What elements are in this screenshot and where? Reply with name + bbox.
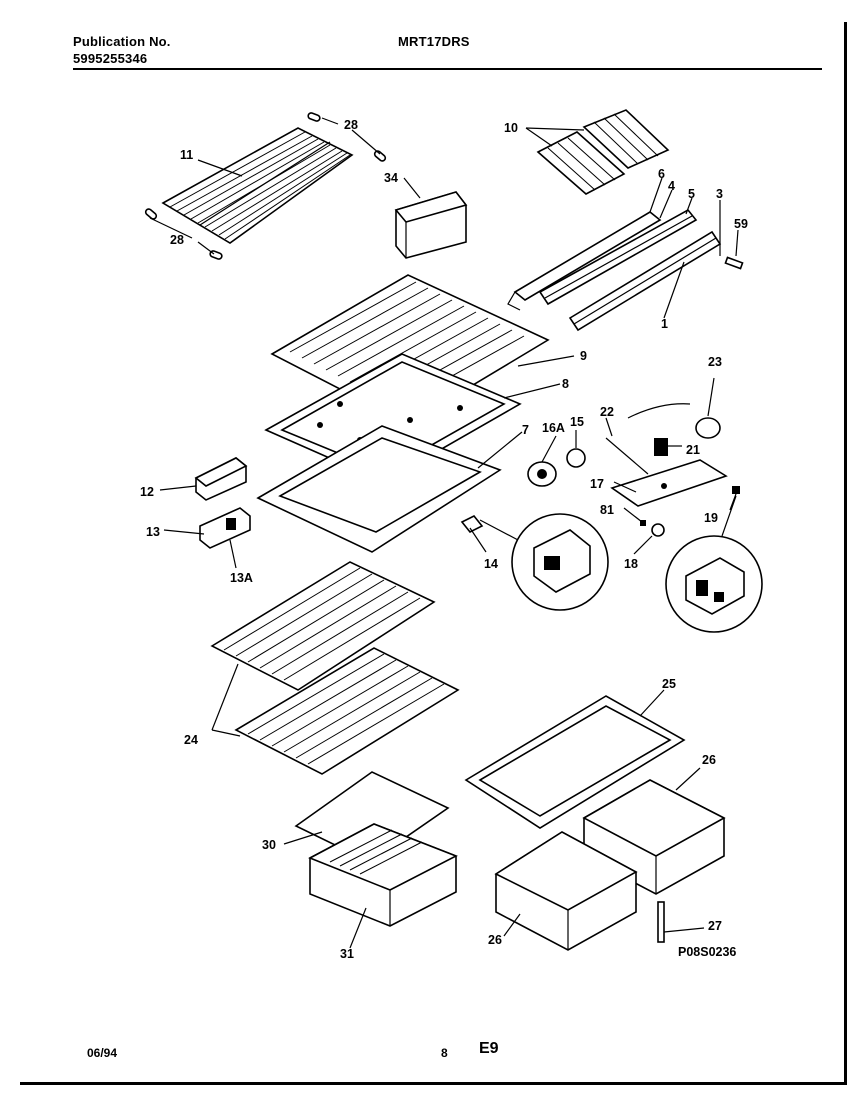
part-26-crisper-drawer-left	[494, 831, 638, 951]
callout-17: 17	[590, 477, 604, 491]
footer-page-number: 8	[441, 1046, 448, 1060]
callout-18: 18	[624, 557, 638, 571]
callout-19: 19	[704, 511, 718, 525]
callout-22: 22	[600, 405, 614, 419]
drawing-code: P08S0236	[678, 945, 736, 959]
part-13-dairy-door	[199, 507, 251, 549]
callout-11: 11	[180, 148, 193, 162]
callout-24: 24	[184, 733, 198, 747]
part-24-wire-shelf-upper	[210, 561, 436, 691]
callout-14: 14	[484, 557, 498, 571]
callout-1: 1	[661, 317, 668, 331]
part-22-wire	[605, 437, 649, 475]
part-28-shelf-pins	[144, 112, 387, 260]
part-25-crisper-cover	[464, 695, 686, 829]
footer-section: E9	[479, 1040, 499, 1057]
model-number: MRT17DRS	[398, 34, 470, 49]
part-11-wire-shelf	[161, 127, 354, 244]
publication-number: 5995255346	[73, 51, 148, 66]
part-16a-socket	[527, 461, 557, 487]
callout-13a: 13A	[230, 571, 253, 585]
part-15-bulb	[566, 448, 586, 468]
callout-23: 23	[708, 355, 722, 369]
part-17-housing	[610, 459, 728, 507]
part-27-pin	[657, 901, 665, 943]
part-10-ice-trays	[536, 109, 670, 195]
callout-28-top: 28	[344, 118, 358, 132]
callout-4: 4	[668, 179, 675, 193]
callout-10: 10	[504, 121, 518, 135]
callout-16a: 16A	[542, 421, 565, 435]
footer-date: 06/94	[87, 1046, 118, 1060]
part-14-thermostat	[460, 514, 484, 534]
callout-15: 15	[570, 415, 584, 429]
part-5-rail	[538, 208, 698, 306]
callout-labels: 11 28 28 10 34 6 4 5 3 59 1 9 8 7 16A 15…	[140, 118, 748, 961]
page-frame	[20, 22, 847, 1085]
callout-8: 8	[562, 377, 569, 391]
callout-26-left: 26	[488, 933, 502, 947]
part-31-meat-pan	[308, 823, 458, 927]
callout-21: 21	[686, 443, 700, 457]
part-18-19-81-parts	[640, 486, 740, 537]
callout-81: 81	[600, 503, 614, 517]
part-59-screw	[724, 256, 744, 270]
part-34-utility-bin	[394, 191, 468, 259]
detail-circle-switch	[665, 495, 763, 633]
callout-12: 12	[140, 485, 154, 499]
part-7-cover	[256, 425, 502, 553]
callout-31: 31	[340, 947, 354, 961]
callout-13: 13	[146, 525, 160, 539]
callout-7: 7	[522, 423, 529, 437]
leader-lines	[149, 117, 739, 949]
callout-59: 59	[734, 217, 748, 231]
callout-25: 25	[662, 677, 676, 691]
part-24-wire-shelf-lower	[234, 647, 460, 775]
header-rule	[73, 68, 822, 70]
publication-label: Publication No.	[73, 34, 171, 49]
callout-6: 6	[658, 167, 665, 181]
callout-3: 3	[716, 187, 723, 201]
callout-9: 9	[580, 349, 587, 363]
detail-circle-thermostat	[479, 513, 609, 611]
callout-26-right: 26	[702, 753, 716, 767]
callout-30: 30	[262, 838, 276, 852]
part-23-switch	[627, 403, 721, 456]
callout-34: 34	[384, 171, 398, 185]
part-12-dairy-bin	[194, 457, 248, 501]
part-6-rail	[507, 211, 662, 311]
callout-27: 27	[708, 919, 722, 933]
callout-5: 5	[688, 187, 695, 201]
callout-28-bottom: 28	[170, 233, 184, 247]
